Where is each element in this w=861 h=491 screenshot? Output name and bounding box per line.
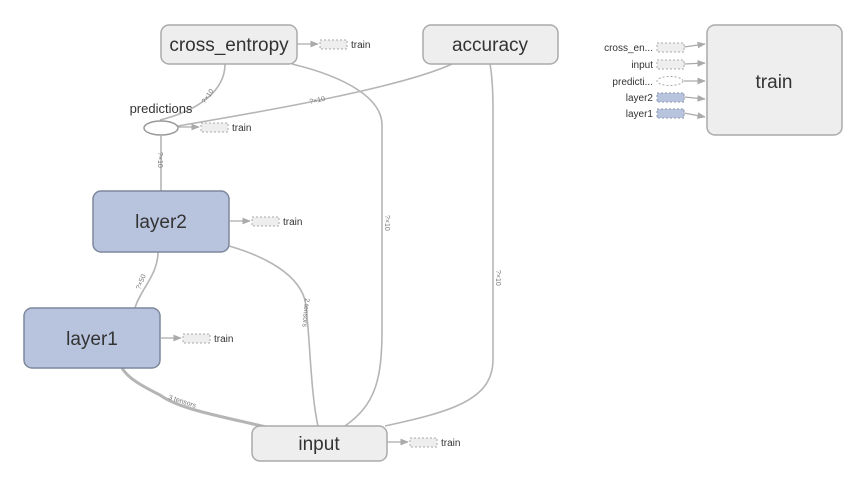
node-label-accuracy: accuracy	[452, 35, 529, 56]
node-label-layer2: layer2	[135, 212, 187, 233]
train-input-label: layer1	[626, 109, 654, 120]
node-label-input: input	[298, 434, 340, 455]
node-layer1[interactable]: layer1	[23, 307, 161, 369]
edge-label-predictions-cross-entropy: ?×10	[201, 88, 216, 105]
edge-predictions-cross-entropy[interactable]	[159, 63, 226, 121]
train-input-layer1[interactable]: layer1	[626, 108, 706, 120]
edge-input-cross-entropy[interactable]	[291, 63, 383, 427]
train-input-label: input	[631, 60, 653, 71]
edge-label-input-accuracy: ?×10	[494, 270, 501, 286]
train-stub-predictions[interactable]: train	[178, 122, 251, 134]
node-predictions[interactable]: predictions	[130, 101, 193, 136]
node-layer2[interactable]: layer2	[92, 190, 230, 253]
node-cross-entropy[interactable]: cross_entropy	[160, 24, 298, 65]
train-input-predictions[interactable]: predicti...	[612, 76, 706, 89]
train-stub-label: train	[351, 40, 370, 51]
edge-label-input-layer1: 3 tensors	[167, 394, 197, 410]
train-input-cross-entropy[interactable]: cross_en...	[604, 41, 706, 54]
edge-layer1-layer2[interactable]	[134, 251, 159, 309]
train-stub-input[interactable]: train	[387, 437, 460, 449]
edge-label-layer1-layer2: ?×50	[135, 273, 147, 290]
node-input[interactable]: input	[251, 425, 388, 462]
node-label-train: train	[756, 72, 793, 93]
train-input-label: cross_en...	[604, 43, 653, 54]
edge-label-input-layer2: 2 tensors	[300, 298, 310, 328]
edge-input-layer2[interactable]	[228, 245, 319, 427]
node-label-cross-entropy: cross_entropy	[169, 35, 289, 56]
edge-label-layer2-predictions: ?×10	[156, 152, 163, 168]
train-input-layer2[interactable]: layer2	[626, 92, 706, 104]
node-train[interactable]: train	[706, 24, 843, 136]
train-input-input[interactable]: input	[631, 59, 706, 71]
edge-input-accuracy[interactable]	[384, 63, 494, 427]
node-accuracy[interactable]: accuracy	[422, 24, 559, 65]
edge-input-layer1[interactable]	[120, 367, 271, 430]
train-stub-label: train	[214, 334, 233, 345]
train-stub-label: train	[441, 438, 460, 449]
train-stub-label: train	[283, 217, 302, 228]
node-label-layer1: layer1	[66, 329, 118, 350]
train-stub-label: train	[232, 123, 251, 134]
edge-label-input-cross-entropy: ?×10	[383, 215, 390, 231]
train-stub-layer2[interactable]: train	[229, 216, 302, 228]
train-stub-layer1[interactable]: train	[160, 333, 233, 345]
train-input-label: predicti...	[612, 77, 653, 88]
node-label-predictions: predictions	[130, 101, 193, 116]
train-input-label: layer2	[626, 93, 654, 104]
edge-label-predictions-accuracy: ?×10	[309, 96, 326, 106]
edge-predictions-accuracy[interactable]	[177, 63, 453, 127]
train-stub-cross-entropy[interactable]: train	[297, 39, 370, 51]
